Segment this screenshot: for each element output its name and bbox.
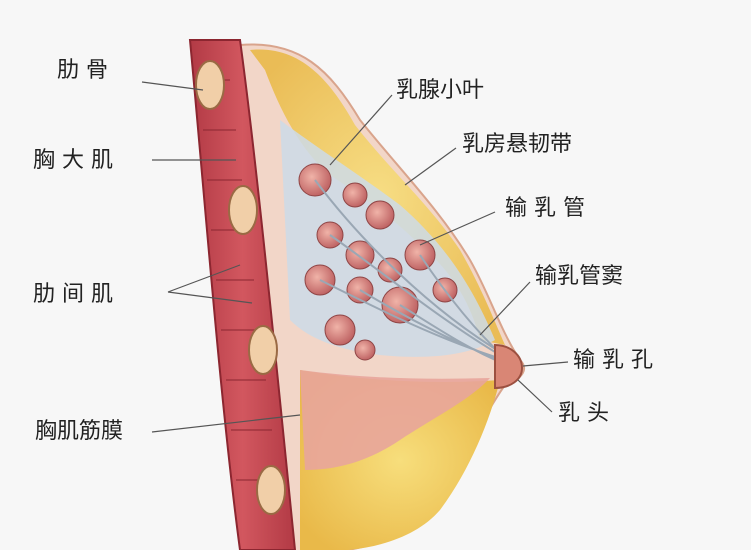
- rib-bone-icon: [256, 465, 286, 515]
- label-lactiferous-sinus: 输乳管窦: [535, 264, 624, 289]
- label-lactiferous-duct: 输 乳 管: [505, 196, 585, 221]
- nipple-shape: [494, 343, 524, 390]
- pectoralis-muscle-band: [188, 39, 297, 550]
- lower-connective-tissue: [300, 370, 490, 470]
- rib-bone-icon: [248, 325, 278, 375]
- rib-bones: [195, 60, 286, 515]
- label-nipple: 乳 头: [558, 401, 609, 426]
- leader-line-ligament: [404, 147, 457, 186]
- leader-line-duct: [419, 211, 496, 246]
- leader-line-fascia: [151, 414, 301, 433]
- label-intercostal-muscle: 肋 间 肌: [33, 282, 113, 307]
- label-mammary-lobule: 乳腺小叶: [396, 78, 485, 103]
- label-rib: 肋 骨: [57, 58, 108, 83]
- leader-lines: [141, 81, 569, 433]
- leader-line-intercostal-b: [167, 291, 253, 304]
- leader-line-lobule: [329, 94, 393, 166]
- label-suspensory-ligament: 乳房悬韧带: [462, 132, 573, 157]
- leader-line-nipple: [517, 379, 553, 413]
- leader-line-intercostal-a: [167, 264, 241, 293]
- label-pectoralis-major: 胸 大 肌: [33, 148, 113, 173]
- label-lactiferous-pore: 输 乳 孔: [573, 348, 653, 373]
- leader-line-pore: [522, 361, 569, 367]
- lactiferous-ducts: [314, 179, 506, 365]
- leader-line-sinus: [479, 281, 531, 336]
- rib-bone-icon: [195, 60, 225, 110]
- rib-bone-icon: [228, 185, 258, 235]
- label-pectoral-fascia: 胸肌筋膜: [35, 419, 124, 444]
- leader-line-rib: [141, 81, 204, 91]
